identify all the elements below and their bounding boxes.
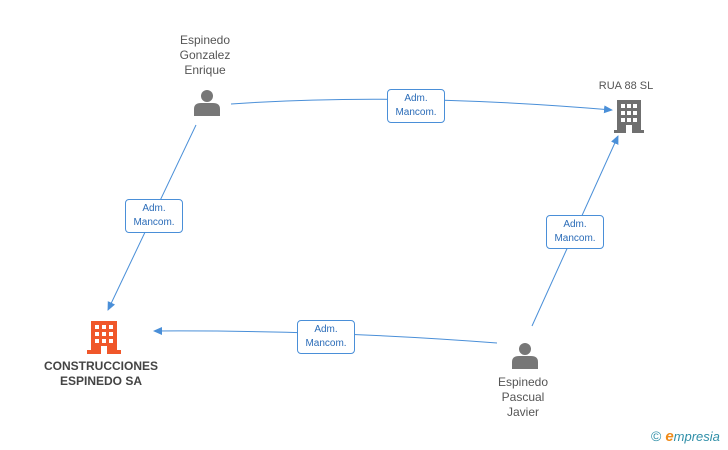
building-icon[interactable] [87,320,121,354]
building-icon[interactable] [614,100,644,133]
role-label-top-main[interactable]: Adm. Mancom. [125,199,183,233]
person-bottom-line-2: Pascual [501,390,545,404]
role-line-1: Adm. [563,219,587,230]
role-label-bottom-rua[interactable]: Adm. Mancom. [546,215,604,249]
brand-initial: e [665,428,674,445]
person-top-line-2: Gonzalez [179,48,231,62]
role-label-bottom-main[interactable]: Adm. Mancom. [297,320,355,354]
person-top-name: Espinedo Gonzalez Enrique [160,33,250,78]
role-line-2: Mancom. [554,233,596,244]
person-top-line-1: Espinedo [179,33,231,47]
copyright-icon: © [651,428,662,444]
company-main-line-1: CONSTRUCCIONES [43,359,158,373]
person-top-line-3: Enrique [184,63,226,77]
role-line-2: Mancom. [133,217,175,228]
company-rua-line-1: RUA 88 SL [598,80,654,92]
empresia-logo: ©empresia [651,428,720,445]
role-line-2: Mancom. [305,338,347,349]
company-rua-name: RUA 88 SL [586,79,666,94]
person-bottom-line-3: Javier [506,405,539,419]
person-bottom-line-1: Espinedo [497,375,549,389]
role-line-1: Adm. [404,93,428,104]
person-icon[interactable] [511,341,539,369]
role-line-2: Mancom. [395,107,437,118]
role-line-1: Adm. [142,203,166,214]
person-icon[interactable] [193,88,221,116]
person-bottom-name: Espinedo Pascual Javier [478,375,568,420]
brand-name: mpresia [673,429,720,444]
role-label-top-rua[interactable]: Adm. Mancom. [387,89,445,123]
company-main-name: CONSTRUCCIONES ESPINEDO SA [36,359,166,389]
role-line-1: Adm. [314,324,338,335]
company-main-line-2: ESPINEDO SA [59,374,143,388]
